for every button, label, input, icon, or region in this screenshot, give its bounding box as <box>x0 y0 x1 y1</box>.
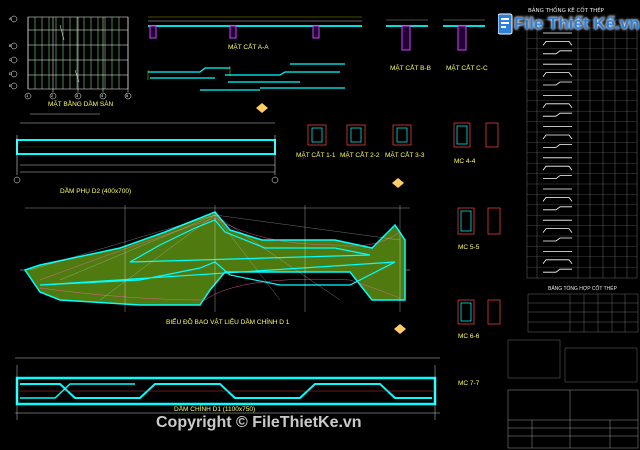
rebar-shape-sketch <box>543 237 572 242</box>
beam-d1 <box>15 357 440 420</box>
rebar-shape-sketch <box>543 50 572 55</box>
axis-num-4: 4 <box>101 93 104 98</box>
axis-label-a: A <box>9 16 12 21</box>
mc-77-title: MC 7-7 <box>458 380 480 387</box>
watermark-logo-text: File Thiết Kế.vn <box>514 14 640 33</box>
axis-label-d: D <box>9 71 12 76</box>
rebar-shape-sketch <box>543 268 572 273</box>
rebar-shape-sketch <box>543 144 572 148</box>
beam-d2-title: DẦM PHỤ D2 (400x700) <box>60 188 132 195</box>
diagram-title: BIỂU ĐỒ BAO VẬT LIỆU DẦM CHÍNH D 1 <box>166 319 290 326</box>
beam-d1-title: DẦM CHÍNH D1 (1100x750) <box>174 406 256 413</box>
rebar-table-title: BẢNG THỐNG KÊ CỐT THÉP <box>528 8 605 14</box>
rebar-shape-sketch <box>542 134 573 140</box>
rebar-shape-sketch <box>542 103 573 109</box>
section-aa <box>148 16 362 39</box>
section-cc-title: MẶT CẮT C-C <box>446 65 488 72</box>
axis-label-e: E <box>9 83 12 88</box>
section-cc <box>443 19 485 51</box>
section-11-title: MẶT CẮT 1-1 <box>296 152 336 159</box>
rebar-shape-sketch <box>542 259 573 265</box>
plan-title: MẶT BẰNG DẦM SÀN <box>48 101 114 108</box>
axis-label-b: B <box>9 43 12 48</box>
envelope-diagram <box>20 205 410 312</box>
rebar-shape-sketch <box>543 206 572 211</box>
rebar-shape-sketch <box>542 41 573 46</box>
axis-num-2: 2 <box>51 93 54 98</box>
section-22-title: MẶT CẮT 2-2 <box>340 152 380 159</box>
axis-label-c: C <box>9 57 12 62</box>
rebar-shape-sketch <box>542 165 573 171</box>
section-33-title: MẶT CẮT 3-3 <box>385 152 425 159</box>
rebar-shape-sketch <box>542 197 573 202</box>
mc-66-title: MC 6-6 <box>458 333 480 340</box>
section-aa-title: MẶT CẮT A-A <box>228 44 269 51</box>
logo-icon <box>498 13 513 35</box>
axis-bubbles <box>10 15 132 100</box>
rebar-shape-sketch <box>542 228 573 233</box>
beam-d2 <box>16 122 276 175</box>
mc-44-title: MC 4-4 <box>454 158 476 165</box>
axis-num-5: 5 <box>126 93 129 98</box>
rebar-detail-strips <box>148 63 345 91</box>
rebar-table <box>526 19 638 279</box>
title-block <box>507 389 639 449</box>
small-sections <box>307 124 412 146</box>
axis-num-1: 1 <box>26 93 29 98</box>
mc-55-title: MC 5-5 <box>458 244 480 251</box>
rebar-shape-sketch <box>543 112 572 117</box>
summary-table-title: BẢNG TỔNG HỢP CỐT THÉP <box>548 286 617 292</box>
notes-block <box>507 339 638 383</box>
floor-plan <box>27 16 129 92</box>
section-bb <box>386 19 428 51</box>
rebar-shape-sketch <box>543 81 572 86</box>
axis-num-3: 3 <box>76 93 79 98</box>
copyright-watermark: Copyright © FileThietKe.vn <box>156 414 362 431</box>
summary-table <box>527 293 639 333</box>
mc-sections <box>453 122 501 325</box>
rebar-shape-sketch <box>543 175 572 179</box>
rebar-table-rows <box>527 27 637 273</box>
section-bb-title: MẶT CẮT B-B <box>390 65 431 72</box>
rebar-shape-sketch <box>542 72 573 77</box>
